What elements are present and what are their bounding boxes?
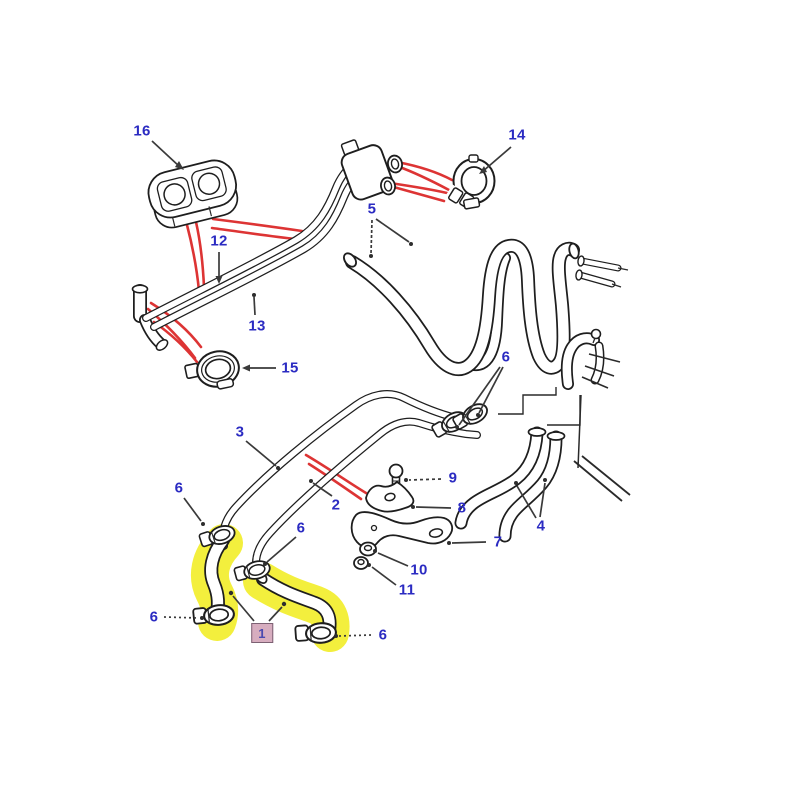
- callout-15[interactable]: 15: [281, 359, 299, 377]
- callout-5[interactable]: 5: [367, 200, 377, 218]
- callout-4[interactable]: 4: [536, 517, 546, 535]
- callout-8[interactable]: 8: [457, 499, 467, 517]
- callout-2[interactable]: 2: [331, 496, 341, 514]
- part-16-pipe-bracket: [147, 159, 239, 229]
- callout-6-bottom-right[interactable]: 6: [378, 626, 388, 644]
- part-11-nut: [353, 556, 369, 570]
- part-8-bracket: [365, 480, 415, 513]
- callout-11[interactable]: 11: [398, 581, 416, 599]
- part-5-hoses: [343, 238, 629, 377]
- callout-12[interactable]: 12: [210, 232, 228, 250]
- part-4-hoses: [454, 426, 566, 543]
- callout-7[interactable]: 7: [493, 533, 503, 551]
- callout-14[interactable]: 14: [508, 126, 526, 144]
- callout-6-middle[interactable]: 6: [296, 519, 306, 537]
- part-12-13-heater-pipes: [131, 139, 403, 351]
- heater-unit-outline: [498, 328, 631, 502]
- part-14-clamp: [444, 154, 496, 210]
- callout-10[interactable]: 10: [410, 561, 428, 579]
- callout-13[interactable]: 13: [248, 317, 266, 335]
- callout-16[interactable]: 16: [133, 122, 151, 140]
- callout-6-upper[interactable]: 6: [501, 348, 511, 366]
- callout-3[interactable]: 3: [235, 423, 245, 441]
- part-15-clamp: [184, 350, 240, 390]
- callout-1[interactable]: 1: [251, 623, 273, 643]
- callout-9[interactable]: 9: [448, 469, 458, 487]
- callout-6-left[interactable]: 6: [174, 479, 184, 497]
- part-10-washer: [359, 541, 377, 557]
- leader-lines: [151, 140, 547, 638]
- callout-6-bottom-left[interactable]: 6: [149, 608, 159, 626]
